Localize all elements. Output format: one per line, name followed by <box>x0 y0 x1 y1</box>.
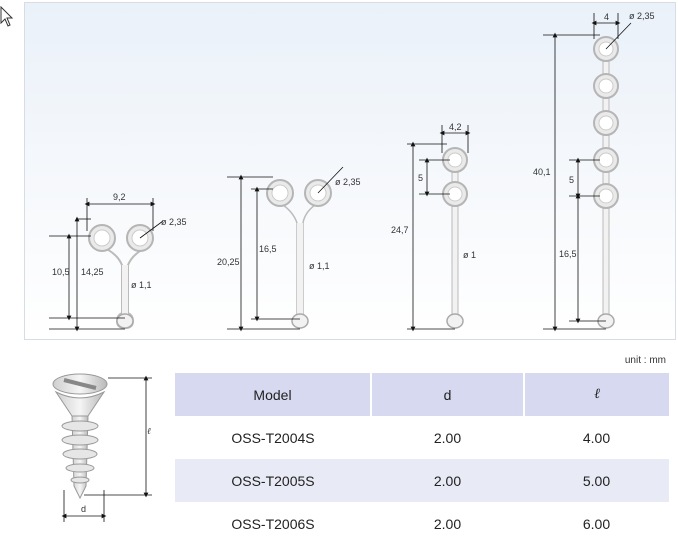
plate-2-hole-label: ø 2,35 <box>335 177 361 187</box>
plate-1: 9,2 ø 2,35 10,5 14,25 ø 1,1 <box>49 192 187 332</box>
plate-1-len-b-label: 14,25 <box>81 267 104 277</box>
plate-1-width-label: 9,2 <box>113 192 126 202</box>
plate-2-stem-label: ø 1,1 <box>309 261 330 271</box>
d-cell: 2.00 <box>371 459 524 502</box>
plate-2: ø 2,35 20,25 16,5 ø 1,1 <box>217 166 361 332</box>
mouse-pointer-icon <box>0 6 14 27</box>
unit-label: unit : mm <box>624 355 666 366</box>
plates-figure: 9,2 ø 2,35 10,5 14,25 ø 1,1 ø 2,35 <box>24 2 676 340</box>
table-row: OSS-T2006S 2.00 6.00 <box>175 502 669 545</box>
plate-2-len-a-label: 16,5 <box>259 244 277 254</box>
table-row: OSS-T2004S 2.00 4.00 <box>175 416 669 459</box>
table-header-row: Model d ℓ <box>175 373 669 416</box>
plate-3-len-label: 24,7 <box>391 225 409 235</box>
column-header-length: ℓ <box>524 373 669 416</box>
table-row: OSS-T2005S 2.00 5.00 <box>175 459 669 502</box>
plate-1-stem-label: ø 1,1 <box>131 280 152 290</box>
screw-diameter-label: d <box>81 504 86 514</box>
plate-3-width-label: 4,2 <box>449 122 462 132</box>
plate-3: 4,2 5 24,7 ø 1 <box>391 122 476 332</box>
plate-1-hole-label: ø 2,35 <box>161 217 187 227</box>
spec-table: Model d ℓ OSS-T2004S 2.00 4.00 OSS-T2005… <box>175 373 669 545</box>
plate-4-pitch-label: 5 <box>569 175 574 185</box>
length-cell: 5.00 <box>524 459 669 502</box>
model-cell: OSS-T2005S <box>175 459 371 502</box>
plate-3-pitch-label: 5 <box>418 173 423 183</box>
plate-2-len-b-label: 20,25 <box>217 257 240 267</box>
plate-4: 4 ø 2,35 5 16,5 40,1 <box>533 11 655 332</box>
plate-4-len-a-label: 16,5 <box>559 249 577 259</box>
model-cell: OSS-T2006S <box>231 515 315 532</box>
length-cell: 6.00 <box>582 515 611 532</box>
column-header-d: d <box>371 373 525 416</box>
plate-4-hole-label: ø 2,35 <box>629 11 655 21</box>
screw-length-label: ℓ <box>147 427 151 437</box>
d-cell: 2.00 <box>433 429 462 446</box>
plate-4-width-label: 4 <box>604 12 609 22</box>
plate-4-len-b-label: 40,1 <box>533 167 551 177</box>
plate-3-stem-label: ø 1 <box>463 250 476 260</box>
screw-figure: ℓ d <box>44 370 162 530</box>
model-cell: OSS-T2004S <box>231 429 315 446</box>
column-header-model: Model <box>175 373 372 416</box>
d-cell: 2.00 <box>433 515 462 532</box>
length-cell: 4.00 <box>582 429 611 446</box>
plate-1-len-a-label: 10,5 <box>52 267 70 277</box>
